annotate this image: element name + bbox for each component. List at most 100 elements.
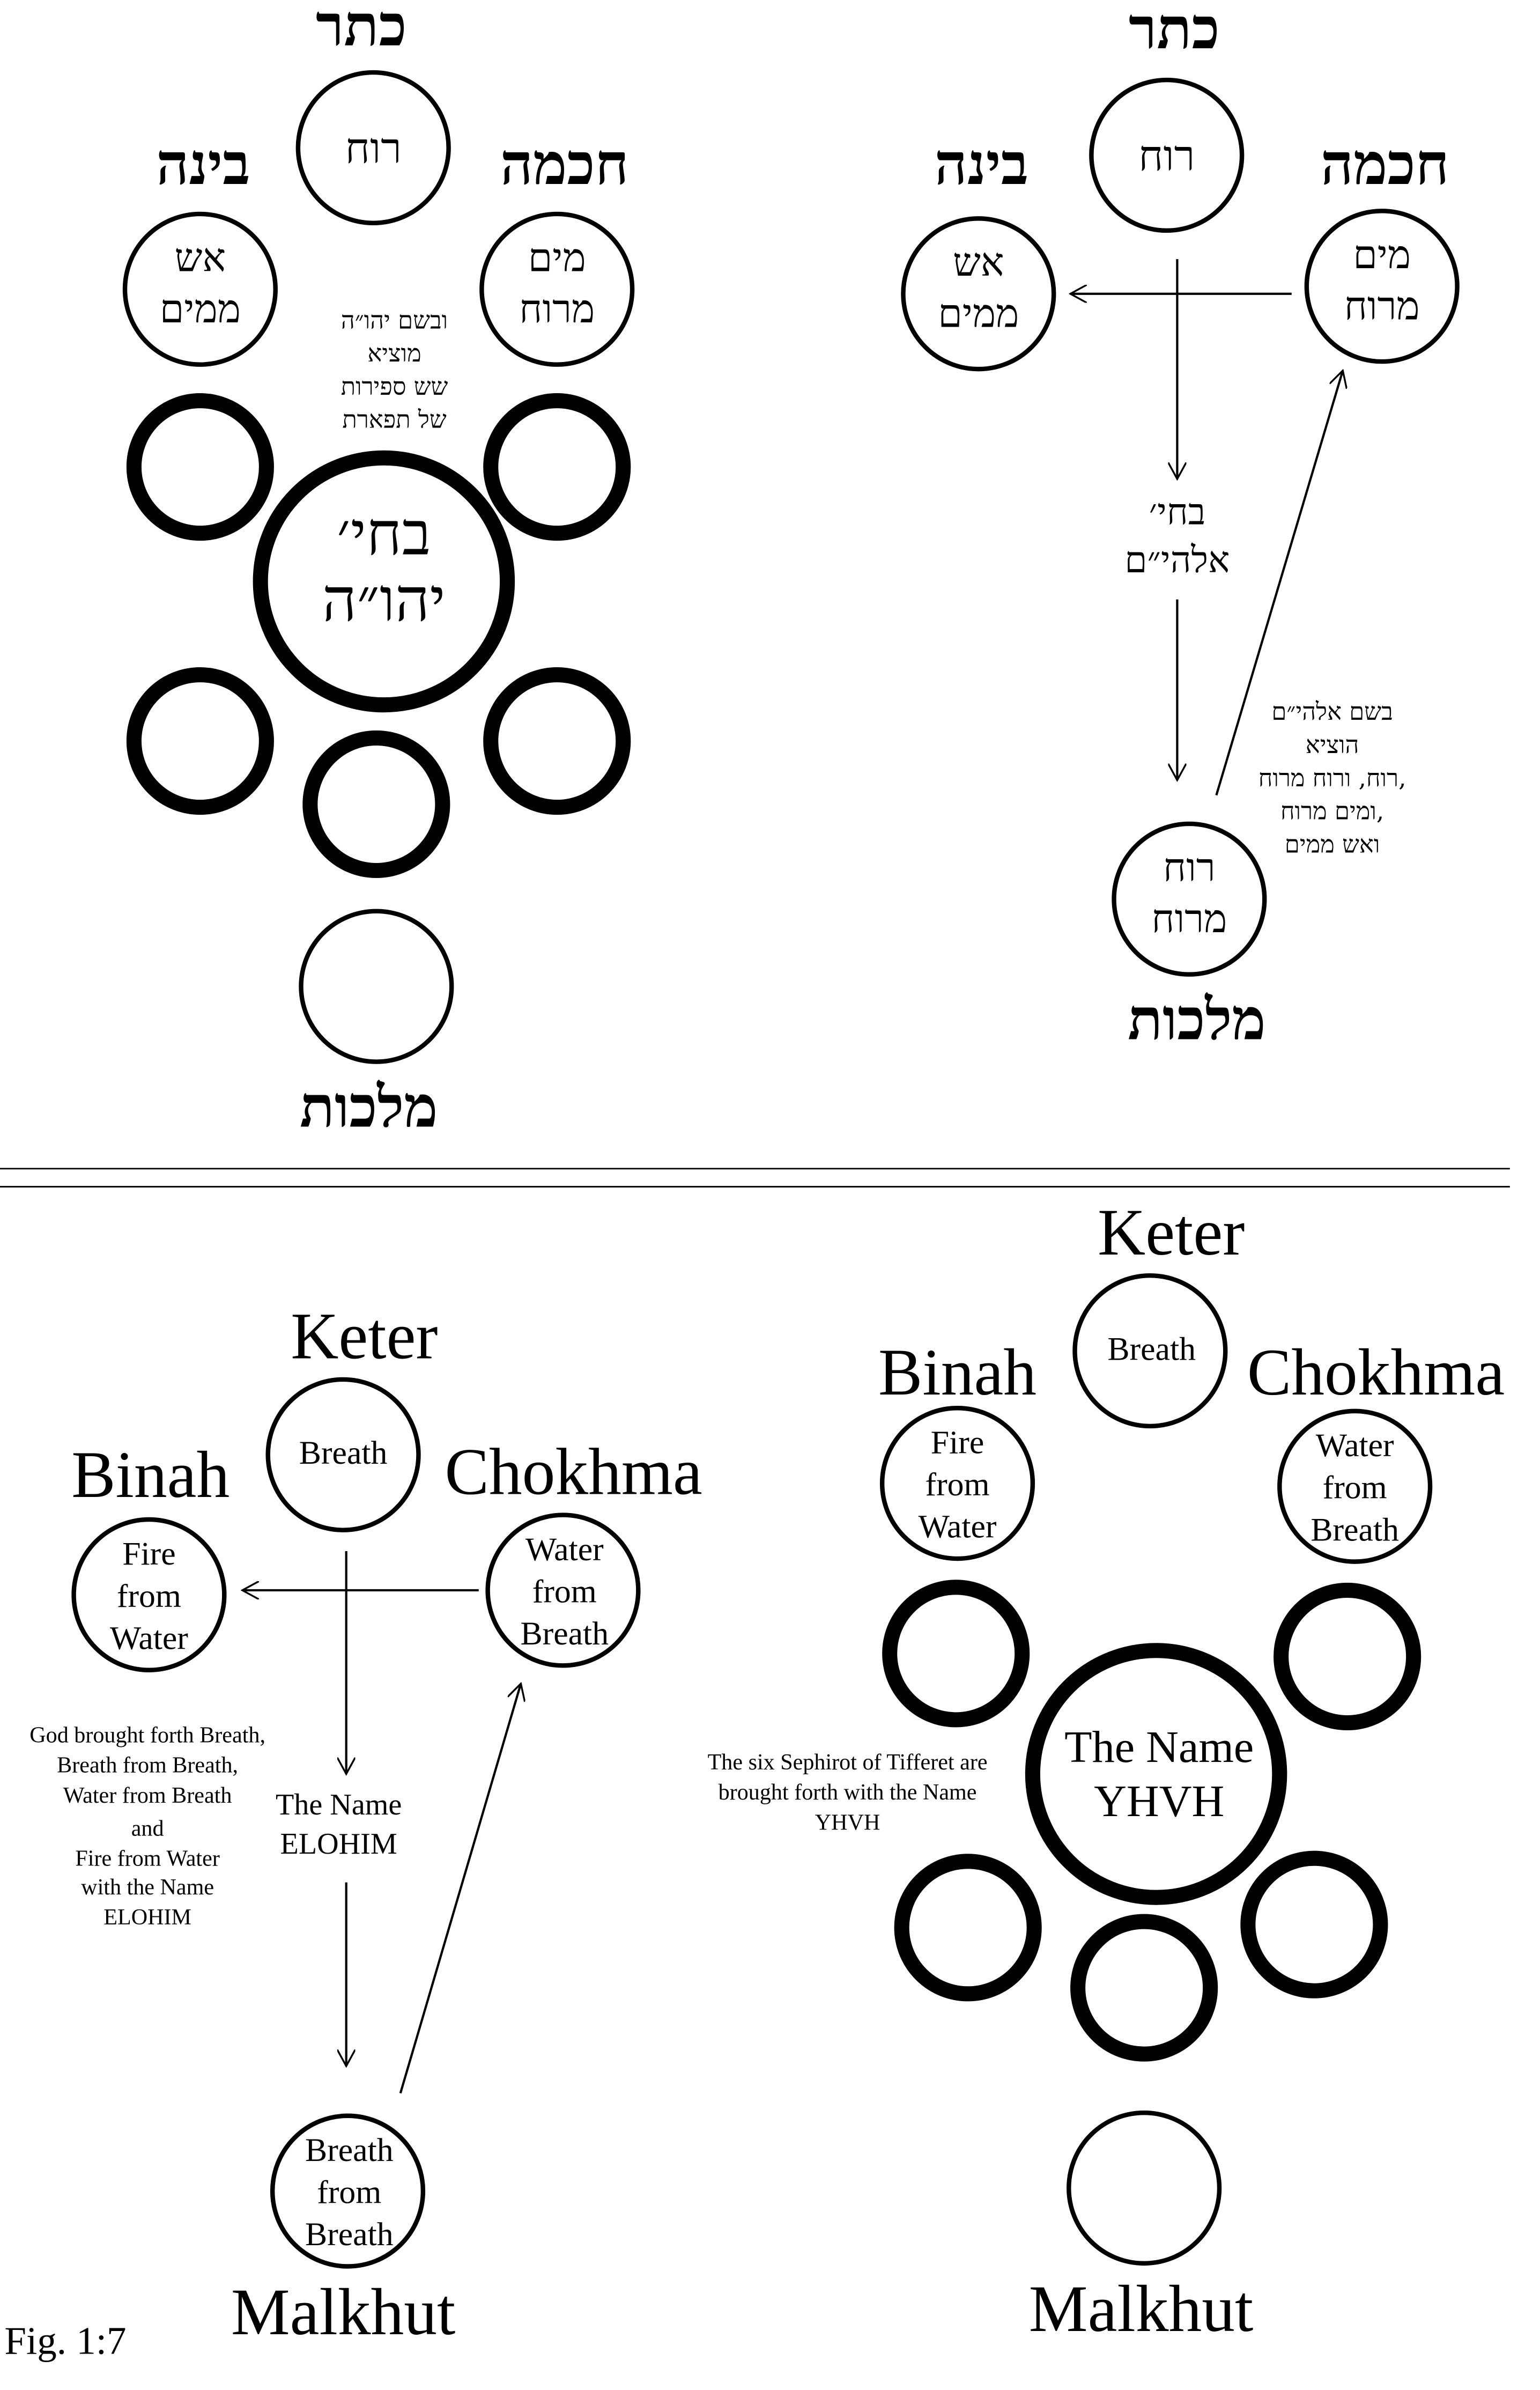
bl-binah-label: Binah	[71, 1438, 229, 1511]
tl-chokhma-inner-2: מרוח	[519, 286, 595, 332]
br-ring-lower-right	[1240, 1850, 1388, 1998]
bl-note-3: Water from Breath	[63, 1783, 232, 1808]
tr-note-5: ואש ממים	[1285, 830, 1380, 858]
br-ring-lower-left	[894, 1854, 1042, 2002]
tl-ring-lower-right	[483, 667, 631, 815]
tl-ring-upper-left	[126, 393, 274, 541]
tr-binah-label: בינה	[935, 131, 1028, 198]
tr-note-4: ומים מרוח,	[1280, 797, 1384, 825]
bl-middle-line-1: The Name	[276, 1788, 402, 1821]
tr-middle-line-2: אלהי״ם	[1124, 539, 1230, 581]
figure-caption: Fig. 1:7	[4, 2319, 126, 2362]
br-ring-upper-right	[1274, 1582, 1421, 1731]
tr-malkhut-circle	[1112, 821, 1267, 977]
bottom-right-diagram: Keter Binah Chokhma Breath Fire from Wat…	[708, 1196, 1505, 2345]
tr-malkhut-inner-1: רוח	[1163, 845, 1216, 891]
br-keter-inner: Breath	[1107, 1331, 1196, 1367]
bl-malkhut-inner-2: from	[317, 2174, 381, 2211]
tr-chokhma-circle	[1304, 209, 1460, 364]
bl-binah-inner-1: Fire	[122, 1536, 175, 1572]
br-keter-label: Keter	[1098, 1196, 1245, 1269]
bl-note-7: ELOHIM	[103, 1905, 191, 1930]
tl-malkhut-label: מלכות	[300, 1073, 438, 1140]
br-binah-inner-3: Water	[919, 1509, 997, 1545]
bl-malkhut-label: Malkhut	[231, 2275, 456, 2349]
bl-middle-line-2: ELOHIM	[280, 1827, 397, 1861]
bl-note-5: Fire from Water	[75, 1846, 219, 1871]
bottom-left-diagram: Keter Binah Chokhma Breath Fire from Wat…	[29, 1300, 702, 2349]
tr-binah-inner-2: ממים	[938, 291, 1019, 337]
bl-keter-circle	[265, 1377, 421, 1532]
top-left-diagram: כתר בינה חכמה רוח אש ממים מים מרוח ובשם …	[122, 0, 635, 1140]
br-binah-inner-1: Fire	[931, 1424, 984, 1460]
bl-chokhma-label: Chokhma	[445, 1435, 702, 1508]
tl-center-circle	[253, 450, 515, 713]
tl-keter-label: כתר	[316, 0, 407, 60]
bl-malkhut-circle	[270, 2113, 426, 2269]
br-center-line-2: YHVH	[1094, 1776, 1224, 1826]
top-right-diagram: כתר בינה חכמה רוח אש ממים מים מרוח בחי׳ …	[901, 0, 1460, 1053]
br-ring-bottom	[1070, 1914, 1218, 2062]
br-chokhma-inner-1: Water	[1316, 1427, 1394, 1464]
tr-chokhma-inner-2: מרוח	[1344, 283, 1420, 329]
br-ring-upper-left	[882, 1580, 1030, 1728]
br-chokhma-inner-3: Breath	[1311, 1511, 1399, 1548]
tl-center-line-2: יהו״ה	[322, 565, 446, 635]
bl-note-2: Breath from Breath,	[57, 1753, 238, 1778]
tr-middle-line-1: בחי׳	[1149, 490, 1206, 533]
tr-note-1: בשם אלהי״ם	[1271, 697, 1393, 726]
br-binah-label: Binah	[878, 1336, 1036, 1409]
bl-malkhut-inner-3: Breath	[305, 2216, 394, 2253]
tl-note-3: שש ספירות	[341, 372, 448, 401]
tr-binah-inner-1: אש	[953, 240, 1004, 285]
tl-binah-inner-2: ממים	[160, 286, 241, 332]
br-note-1: The six Sephirot of Tifferet are	[708, 1750, 988, 1775]
tr-keter-circle	[1089, 77, 1245, 233]
tr-binah-circle	[901, 216, 1056, 372]
br-binah-circle	[879, 1406, 1035, 1561]
tr-chokhma-label: חכמה	[1321, 131, 1449, 198]
tl-malkhut-circle	[299, 909, 454, 1064]
tl-ring-upper-right	[483, 393, 631, 541]
tl-note-1: ובשם יהו״ה	[341, 306, 448, 334]
tl-binah-circle	[122, 211, 278, 367]
tl-note-4: של תפארת	[342, 405, 447, 434]
tl-chokhma-label: חכמה	[500, 131, 629, 198]
br-note-3: YHVH	[815, 1810, 880, 1835]
tl-ring-bottom	[302, 730, 450, 879]
tr-note-3: רוח, ורוח מרוח,	[1258, 764, 1406, 792]
tl-ring-lower-left	[126, 667, 274, 815]
tl-note-2: מוציא	[367, 339, 421, 367]
br-note-2: brought forth with the Name	[719, 1780, 977, 1805]
bl-binah-inner-3: Water	[110, 1620, 188, 1656]
bl-chokhma-inner-2: from	[532, 1573, 597, 1610]
bl-chokhma-circle	[485, 1513, 641, 1668]
bl-keter-inner: Breath	[299, 1435, 388, 1471]
bl-note-1: God brought forth Breath,	[29, 1723, 265, 1748]
bl-note-6: with the Name	[81, 1875, 214, 1900]
bl-arrow-malkhut-to-chokhma	[399, 1684, 521, 2094]
bl-malkhut-inner-1: Breath	[305, 2132, 394, 2168]
tl-keter-inner: רוח	[345, 124, 402, 173]
tr-keter-label: כתר	[1129, 0, 1220, 62]
bl-binah-inner-2: from	[117, 1578, 181, 1614]
br-malkhut-label: Malkhut	[1029, 2272, 1254, 2345]
br-malkhut-circle	[1067, 2110, 1222, 2266]
tl-chokhma-inner-1: מים	[528, 235, 586, 281]
br-chokhma-inner-2: from	[1323, 1470, 1387, 1506]
tl-center-line-1: בחי׳	[337, 499, 431, 569]
tr-chokhma-inner-1: מים	[1353, 232, 1411, 278]
br-keter-circle	[1072, 1273, 1228, 1429]
tr-keter-inner: רוח	[1138, 131, 1195, 181]
tl-keter-circle	[295, 70, 451, 226]
bl-chokhma-inner-1: Water	[525, 1531, 604, 1568]
br-chokhma-label: Chokhma	[1247, 1336, 1505, 1409]
tl-chokhma-circle	[479, 211, 635, 367]
tr-arrow-malkhut-to-chokhma	[1215, 371, 1343, 796]
tr-malkhut-inner-2: מרוח	[1151, 896, 1227, 942]
tr-note-2: הוציא	[1306, 731, 1359, 759]
tl-binah-inner-1: אש	[175, 235, 226, 281]
br-center-circle	[1025, 1643, 1287, 1905]
tr-malkhut-label: מלכות	[1128, 986, 1266, 1053]
